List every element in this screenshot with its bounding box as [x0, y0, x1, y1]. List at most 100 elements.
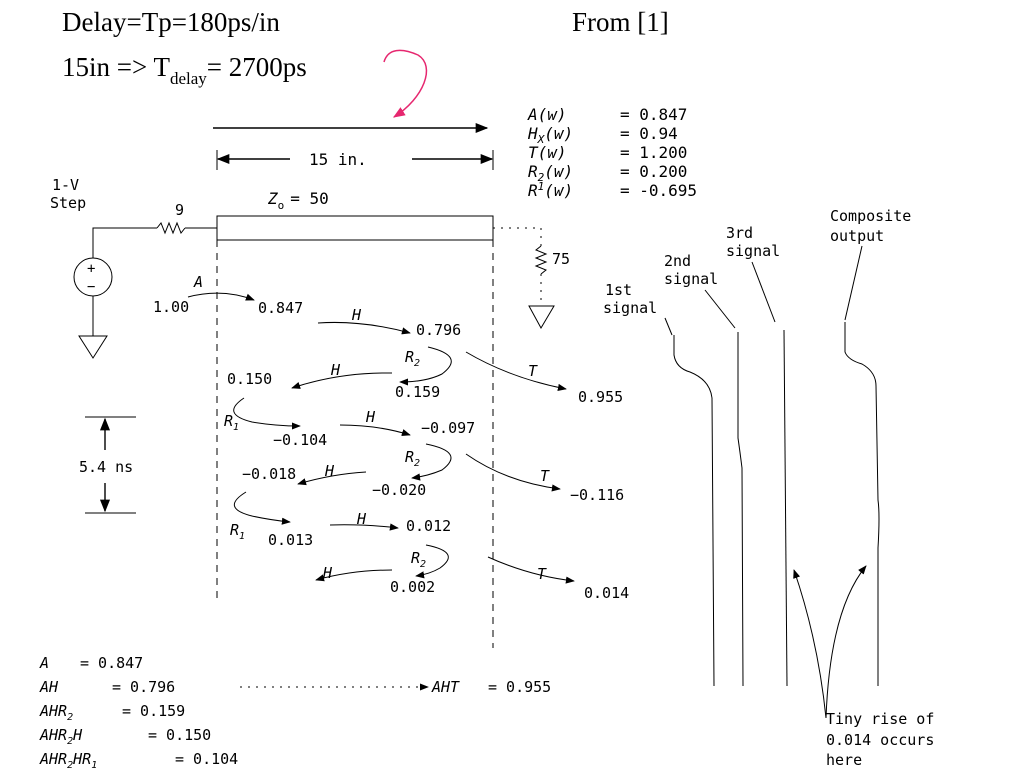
coef-r1: R1(w)= -0.695 — [528, 180, 697, 200]
time-label: 5.4 ns — [79, 458, 133, 476]
second-signal-trace — [737, 332, 744, 687]
length-label: 15 in. — [309, 150, 367, 169]
first-signal-label-2: signal — [603, 299, 657, 317]
equation-4: AHR2H= 0.150 — [39, 726, 211, 747]
arrow-h3 — [339, 424, 411, 437]
equation-aht: AHT= 0.955 — [431, 678, 551, 696]
arrow-h6 — [315, 569, 393, 582]
arrow-r2-1 — [399, 346, 452, 386]
step-label: 1-V — [52, 176, 79, 194]
arrow-r1-2 — [234, 491, 291, 525]
arrow-r2-2 — [411, 443, 452, 481]
value-out1: 0.955 — [578, 388, 623, 406]
label-t3: T — [537, 565, 547, 583]
value-v1: 0.847 — [258, 299, 303, 317]
label-r2-1: R2 — [405, 348, 420, 369]
value-v9: 0.013 — [268, 531, 313, 549]
value-out2: −0.116 — [570, 486, 624, 504]
value-v5: −0.104 — [273, 431, 327, 449]
tiny-rise-note: Tiny rise of 0.014 occurs here — [826, 710, 934, 768]
source-wire — [92, 227, 157, 258]
label-t2: T — [540, 467, 550, 485]
second-signal-leader — [704, 289, 736, 329]
value-v7: −0.018 — [242, 465, 296, 483]
value-v4: 0.150 — [227, 370, 272, 388]
arrow-h2 — [291, 372, 393, 389]
equation-1: A= 0.847 — [39, 654, 143, 672]
value-v8: −0.020 — [372, 481, 426, 499]
value-v6: −0.097 — [421, 419, 475, 437]
bounce-labels: A 1.00 0.847 H 0.796 R2 H 0.150 0.159 T … — [153, 273, 629, 602]
equation-3: AHR2= 0.159 — [39, 702, 185, 723]
value-v3: 0.159 — [395, 383, 440, 401]
transmission-line — [216, 215, 494, 241]
load-resistor — [534, 245, 548, 275]
source-resistor-label: 9 — [175, 201, 184, 219]
arrow-h5 — [329, 523, 399, 531]
third-signal-label: 3rd — [726, 224, 753, 242]
step-label-2: Step — [50, 194, 86, 212]
arrow-h1 — [317, 321, 411, 335]
third-signal-leader — [751, 261, 776, 323]
equation-list: A= 0.847 AH= 0.796 AHR2= 0.159 AHR2H= 0.… — [39, 654, 551, 768]
arrow-r1-1 — [233, 397, 301, 430]
label-h3: H — [365, 408, 376, 426]
value-v11: 0.002 — [390, 578, 435, 596]
impedance-label: Zo= 50 — [267, 189, 329, 212]
tiny-rise-line-3: here — [826, 751, 862, 768]
composite-leader — [844, 245, 863, 321]
coef-hx: HX(w)= 0.94 — [527, 124, 678, 146]
tiny-rise-arrow-2 — [825, 565, 867, 719]
total-delay: 15in => Tdelay= 2700ps — [62, 52, 307, 88]
coefficient-list: A(w)= 0.847 HX(w)= 0.94 T(w)= 1.200 R2(w… — [527, 105, 697, 200]
label-r1-2: R1 — [230, 521, 245, 542]
value-v10: 0.012 — [406, 517, 451, 535]
label-t1: T — [528, 362, 538, 380]
arrow-a — [187, 292, 255, 301]
tiny-rise-line-2: 0.014 occurs — [826, 731, 934, 749]
arrow-t1 — [465, 351, 567, 391]
label-h1: H — [351, 306, 362, 324]
ground-symbol-left — [78, 335, 108, 359]
arrow-r2-3 — [415, 544, 449, 579]
label-r2-3: R2 — [411, 549, 426, 570]
ground-symbol-right — [528, 305, 555, 330]
second-signal-label: 2nd — [664, 252, 691, 270]
label-h2: H — [330, 361, 341, 379]
delay-per-inch: Delay=Tp=180ps/in — [62, 7, 280, 37]
coef-a: A(w)= 0.847 — [527, 105, 687, 124]
source-plus: + — [87, 261, 95, 277]
third-signal-label-2: signal — [726, 242, 780, 260]
arrow-t2 — [465, 453, 561, 492]
source-minus: − — [87, 279, 95, 295]
load-wire — [493, 227, 542, 246]
label-h4: H — [324, 462, 335, 480]
reference-label: From [1] — [572, 7, 669, 37]
arrow-t3 — [487, 556, 575, 584]
load-resistor-label: 75 — [552, 250, 570, 268]
label-h6: H — [322, 564, 333, 582]
label-r1-1: R1 — [224, 412, 239, 433]
coef-r2: R2(w)= 0.200 — [528, 162, 687, 184]
arrow-h4 — [297, 471, 367, 486]
label-h5: H — [356, 510, 367, 528]
label-r2-2: R2 — [405, 448, 420, 469]
bounce-arrows — [187, 292, 575, 584]
tiny-rise-arrow-1 — [793, 569, 827, 719]
tiny-rise-line-1: Tiny rise of — [826, 710, 934, 728]
value-v2: 0.796 — [416, 321, 461, 339]
value-initial: 1.00 — [153, 298, 189, 316]
coef-t: T(w)= 1.200 — [528, 143, 687, 162]
equation-5: AHR2HR1= 0.104 — [39, 750, 238, 768]
first-signal-label: 1st — [605, 281, 632, 299]
value-out3: 0.014 — [584, 584, 629, 602]
first-signal-trace — [673, 335, 715, 687]
composite-label-2: output — [830, 227, 884, 245]
signal-labels: 1st signal 2nd signal 3rd signal Composi… — [603, 207, 911, 317]
composite-label: Composite — [830, 207, 911, 225]
source-resistor — [156, 221, 186, 235]
equation-2: AH= 0.796 — [39, 678, 175, 696]
second-signal-label-2: signal — [664, 270, 718, 288]
